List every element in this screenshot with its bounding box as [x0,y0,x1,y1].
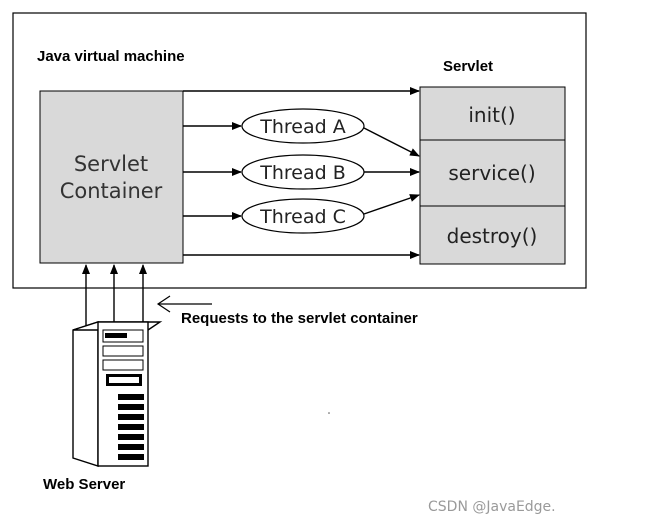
thread-a-label: Thread A [259,116,345,138]
servlet-container-box [39,90,184,264]
arrow-thread-a-to-service [363,127,420,157]
thread-c-label: Thread C [259,206,346,228]
servlet-method-destroy: destroy() [447,224,538,248]
servlet-method-service: service() [448,161,535,185]
servlet-method-init-box [419,86,566,141]
servlet-container-line2: Container [60,179,163,203]
web-server-label: Web Server [43,476,125,493]
servlet-method-init: init() [468,103,515,127]
servlet-method-service-box [419,139,566,207]
servlet-container-line1: Servlet [74,152,148,176]
requests-pointer-arrow [156,295,212,313]
servlet-title: Servlet [443,58,493,75]
arrow-thread-c-to-service [363,194,420,215]
requests-label: Requests to the servlet container [181,310,418,327]
jvm-label: Java virtual machine [37,48,185,65]
thread-a-ellipse [241,108,365,144]
watermark: CSDN @JavaEdge. [428,499,556,515]
web-server-icon [72,321,163,467]
thread-b-label: Thread B [259,162,346,184]
stray-dot [328,412,330,414]
thread-c-ellipse [241,198,365,234]
servlet-method-destroy-box [419,205,566,265]
